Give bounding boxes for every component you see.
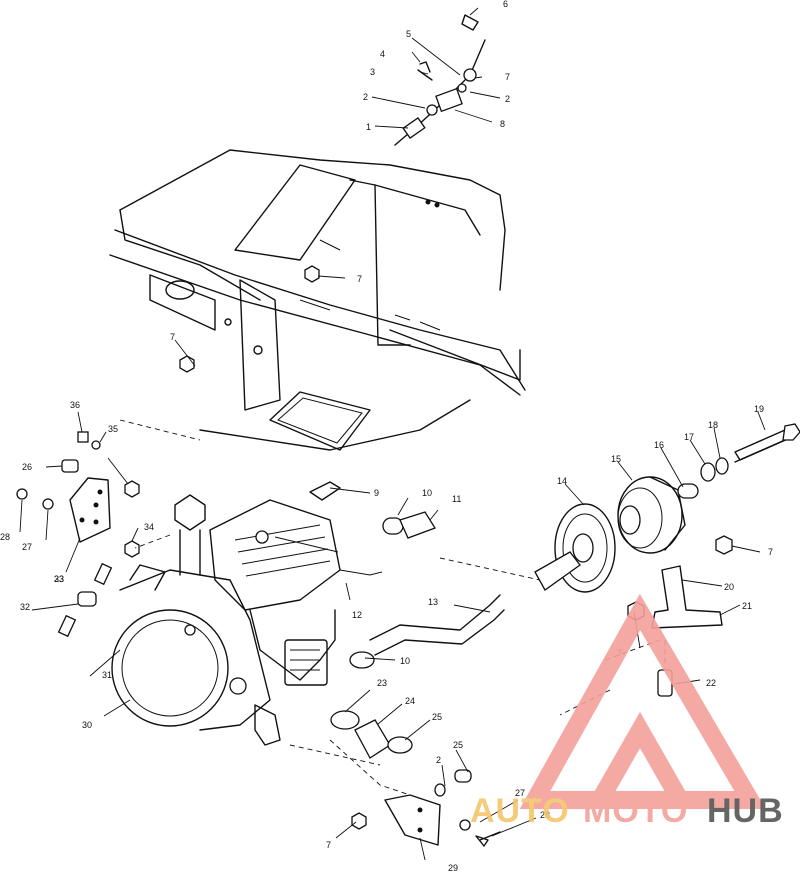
clutch-assembly	[534, 423, 800, 593]
callout-3: 3	[370, 67, 375, 77]
callout-12: 12	[352, 610, 362, 620]
callout-28b: 28	[540, 810, 550, 820]
callout-23b: 23	[377, 678, 387, 688]
callout-7a: 7	[505, 72, 510, 82]
callout-7f: 7	[326, 840, 331, 850]
callout-5: 5	[406, 29, 411, 39]
callout-27b: 27	[515, 788, 525, 798]
automotohub-watermark: AUTO MOTO HUB	[470, 593, 784, 830]
callout-7d: 7	[768, 547, 773, 557]
callout-20: 20	[724, 582, 734, 592]
callout-35: 35	[108, 424, 118, 434]
callout-8: 8	[500, 119, 505, 129]
callout-27a: 27	[22, 542, 32, 552]
callout-11: 11	[452, 494, 461, 504]
frame-nuts	[179, 265, 320, 373]
callout-31: 31	[102, 670, 112, 680]
callout-28a: 28	[0, 532, 10, 542]
callout-2c: 2	[436, 755, 441, 765]
callout-7c: 7	[170, 332, 175, 342]
left-engine-mount	[16, 431, 140, 638]
callout-26: 26	[22, 462, 32, 472]
callout-25b: 25	[453, 740, 463, 750]
callout-36: 36	[70, 400, 80, 410]
watermark-text-auto: AUTO	[470, 792, 570, 830]
callout-1: 1	[366, 122, 371, 132]
callout-21: 21	[742, 601, 752, 611]
callout-16: 16	[654, 440, 664, 450]
callout-17: 17	[684, 432, 694, 442]
callout-34: 34	[144, 522, 154, 532]
hoses-and-clamps	[309, 481, 505, 759]
callout-30: 30	[82, 720, 92, 730]
engine-assembly	[111, 494, 383, 746]
callout-25a: 25	[432, 712, 442, 722]
callout-29: 29	[448, 863, 458, 873]
callout-10a: 10	[422, 488, 432, 498]
callout-2b: 2	[505, 94, 510, 104]
callout-18: 18	[708, 420, 718, 430]
callout-15: 15	[611, 454, 621, 464]
callout-22: 22	[706, 678, 716, 688]
throttle-linkage	[394, 14, 486, 146]
callout-32: 32	[20, 602, 30, 612]
callout-2a: 2	[363, 92, 368, 102]
callout-14: 14	[557, 476, 567, 486]
watermark-text-hub: HUB	[707, 792, 784, 830]
callout-13: 13	[428, 597, 438, 607]
callout-9: 9	[374, 488, 379, 498]
callout-6: 6	[503, 0, 508, 9]
callout-7b: 7	[357, 274, 362, 284]
watermark-triangle-icon	[519, 593, 766, 809]
callout-23a: 23	[54, 574, 64, 584]
callout-19: 19	[754, 404, 764, 414]
watermark-text-moto: MOTO	[583, 792, 688, 830]
callout-33: 33	[54, 574, 64, 584]
frame-drawing	[109, 149, 526, 451]
callout-24: 24	[405, 696, 415, 706]
leader-lines	[19, 7, 766, 861]
callout-4: 4	[380, 49, 385, 59]
callout-10b: 10	[400, 656, 410, 666]
